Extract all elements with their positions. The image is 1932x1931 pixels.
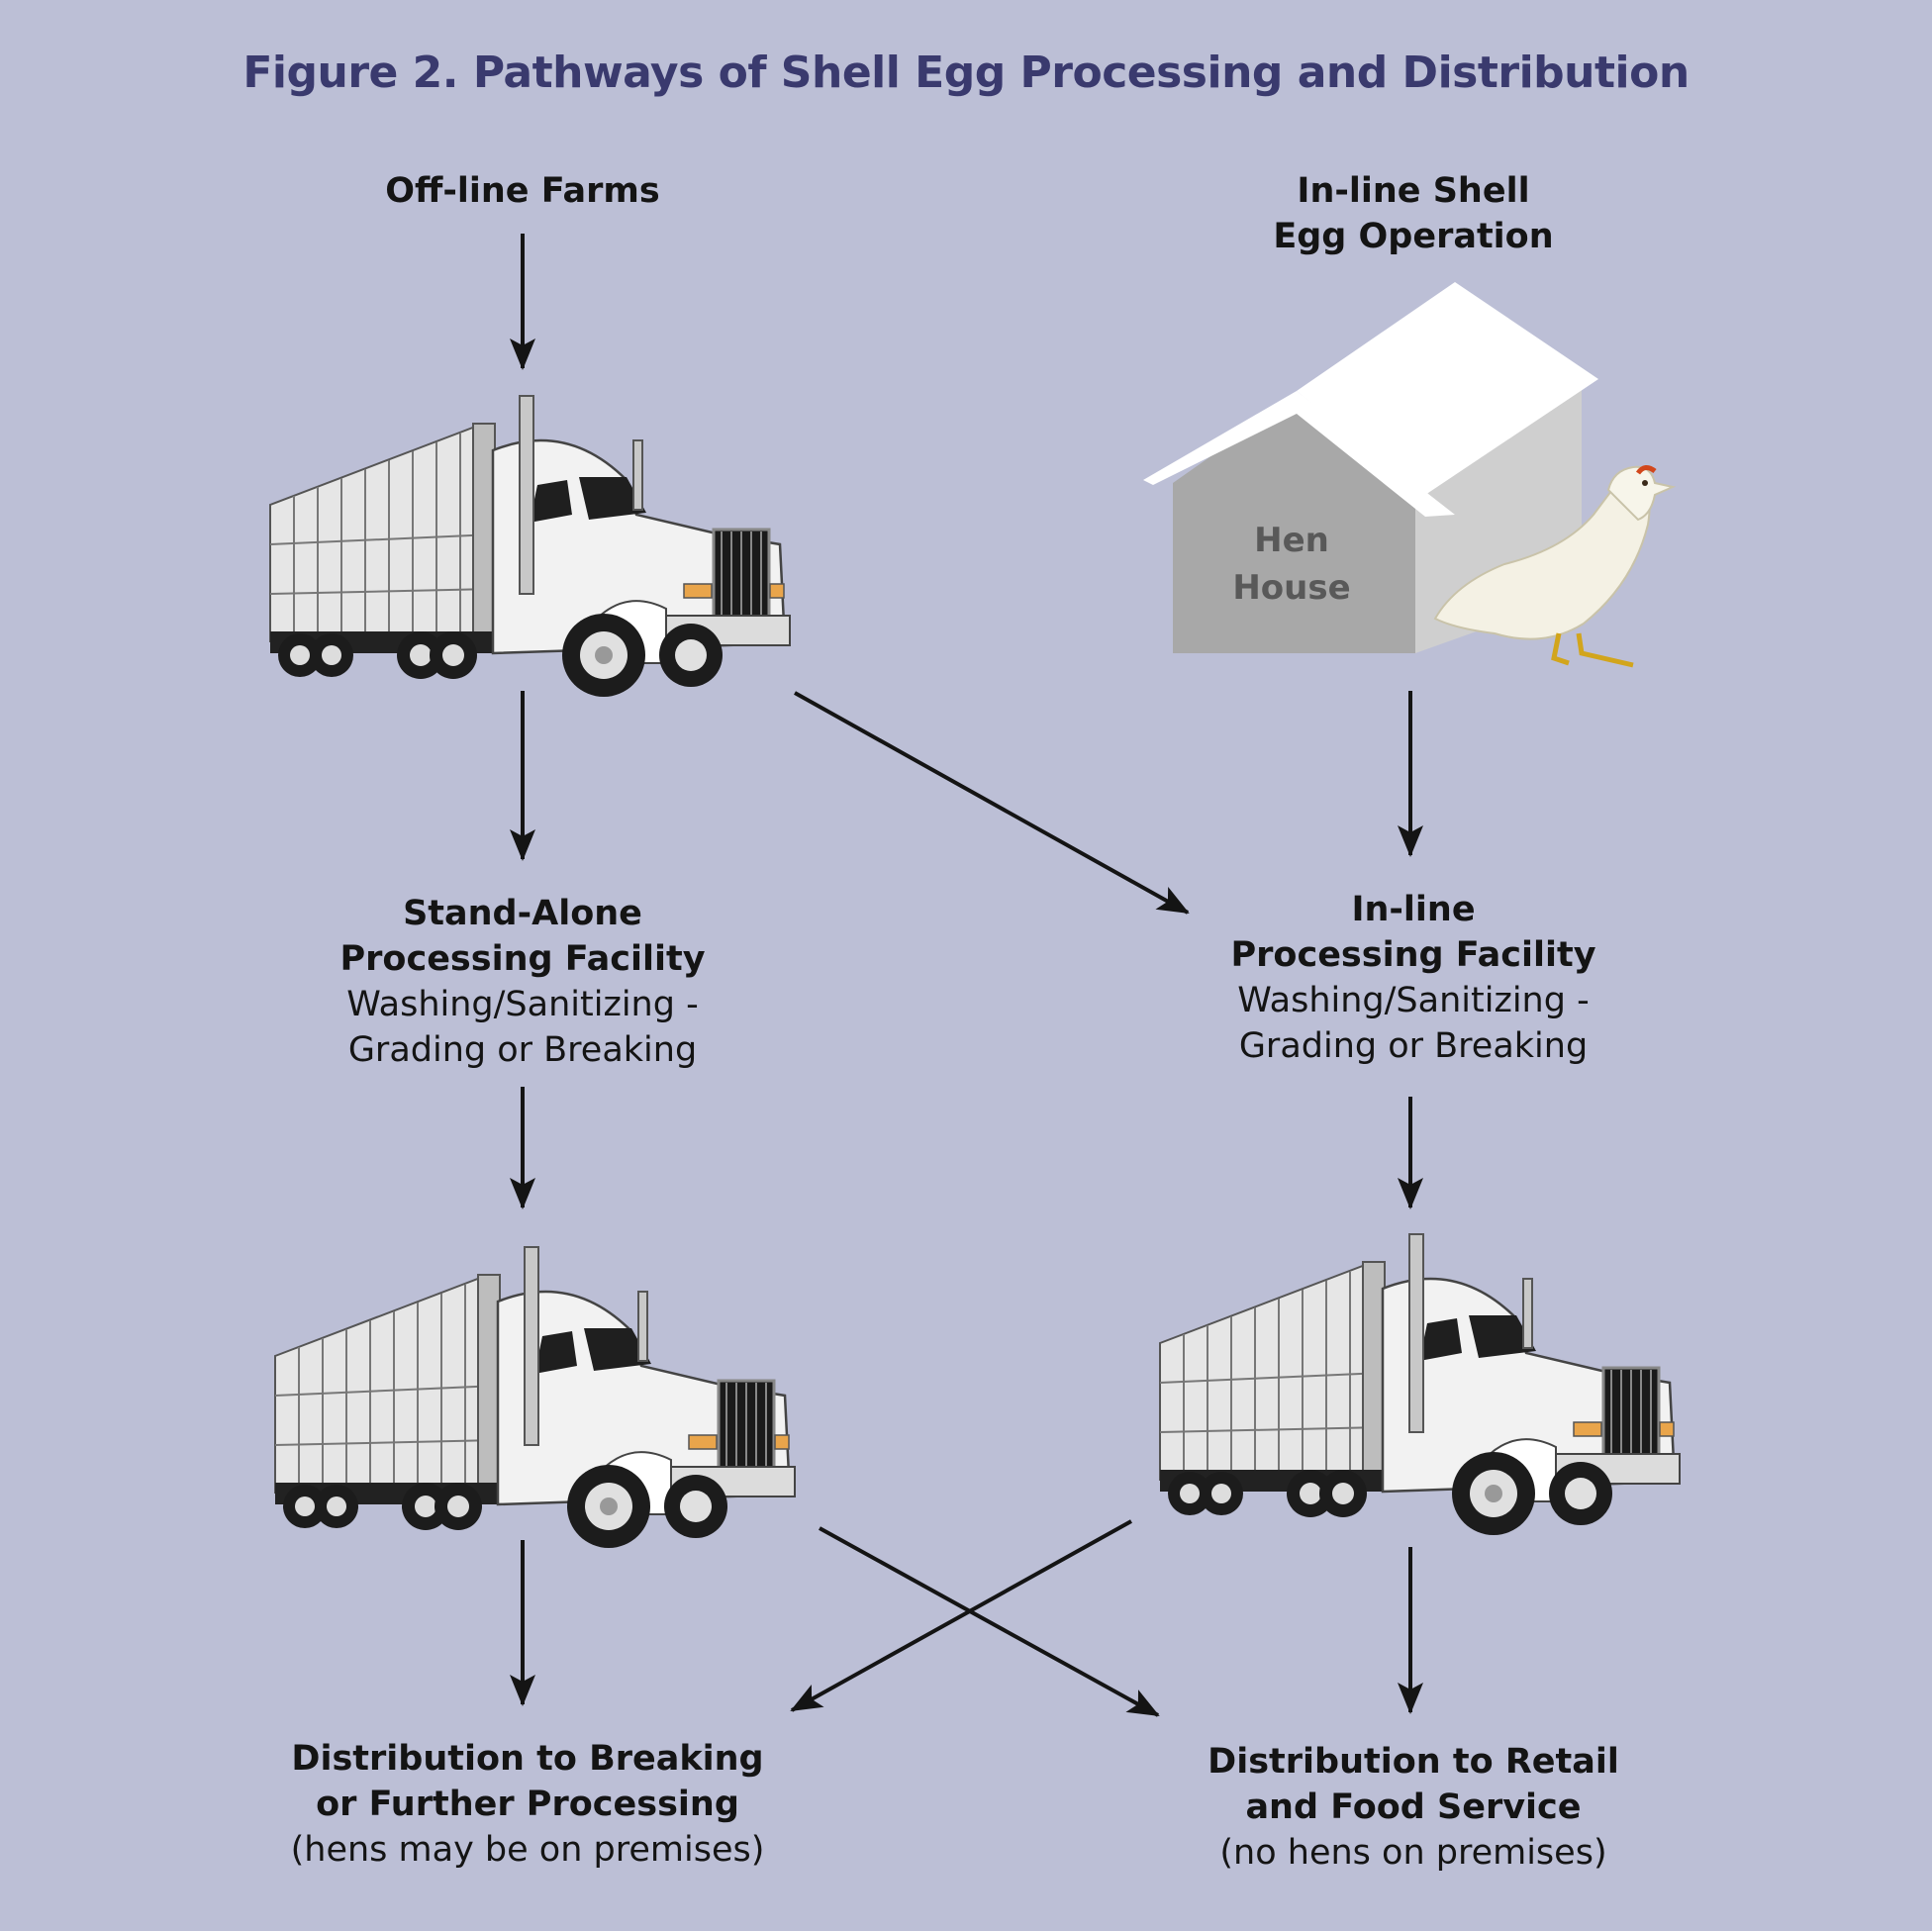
label-dist-retail-line2: and Food Service xyxy=(1245,1787,1582,1827)
label-hen-house: Hen House xyxy=(1208,517,1376,612)
label-inline-facility-line4: Grading or Breaking xyxy=(1238,1026,1589,1066)
figure-title: Figure 2. Pathways of Shell Egg Processi… xyxy=(242,48,1690,98)
label-inline-facility-line3: Washing/Sanitizing - xyxy=(1237,981,1590,1020)
label-inline-facility-line2: Processing Facility xyxy=(1230,935,1596,975)
label-inline-facility-line1: In-line xyxy=(1351,890,1476,929)
label-dist-breaking-line2: or Further Processing xyxy=(316,1785,739,1824)
label-inline-operation-line2: Egg Operation xyxy=(1273,217,1554,256)
label-standalone-facility: Stand-Alone Processing Facility Washing/… xyxy=(275,891,770,1073)
label-dist-retail-line1: Distribution to Retail xyxy=(1208,1742,1619,1782)
label-standalone-line3: Washing/Sanitizing - xyxy=(346,985,699,1024)
label-dist-breaking-line1: Distribution to Breaking xyxy=(291,1739,764,1779)
label-standalone-line4: Grading or Breaking xyxy=(347,1030,698,1070)
label-hen-house-line2: House xyxy=(1232,568,1351,608)
label-standalone-line2: Processing Facility xyxy=(339,939,706,979)
arrow-truck-to-inline-facility xyxy=(794,691,1190,915)
arrow-truck2-to-breaking xyxy=(790,1519,1132,1712)
label-standalone-line1: Stand-Alone xyxy=(403,894,642,933)
label-offline-farms: Off-line Farms xyxy=(325,168,721,214)
truck-icon xyxy=(268,394,792,699)
truck-icon xyxy=(1158,1232,1682,1537)
label-offline-farms-line1: Off-line Farms xyxy=(385,171,660,211)
label-dist-retail: Distribution to Retail and Food Service … xyxy=(1116,1739,1710,1876)
truck-icon xyxy=(273,1245,797,1550)
hen-icon xyxy=(1433,465,1677,668)
label-inline-facility: In-line Processing Facility Washing/Sani… xyxy=(1166,887,1661,1069)
label-inline-operation: In-line Shell Egg Operation xyxy=(1215,168,1611,259)
label-dist-breaking-line3: (hens may be on premises) xyxy=(290,1830,765,1870)
label-dist-retail-line3: (no hens on premises) xyxy=(1219,1833,1607,1873)
arrow-truck-to-retail xyxy=(819,1526,1160,1717)
label-inline-operation-line1: In-line Shell xyxy=(1297,171,1530,211)
label-dist-breaking: Distribution to Breaking or Further Proc… xyxy=(231,1736,824,1873)
label-hen-house-line1: Hen xyxy=(1254,521,1329,560)
